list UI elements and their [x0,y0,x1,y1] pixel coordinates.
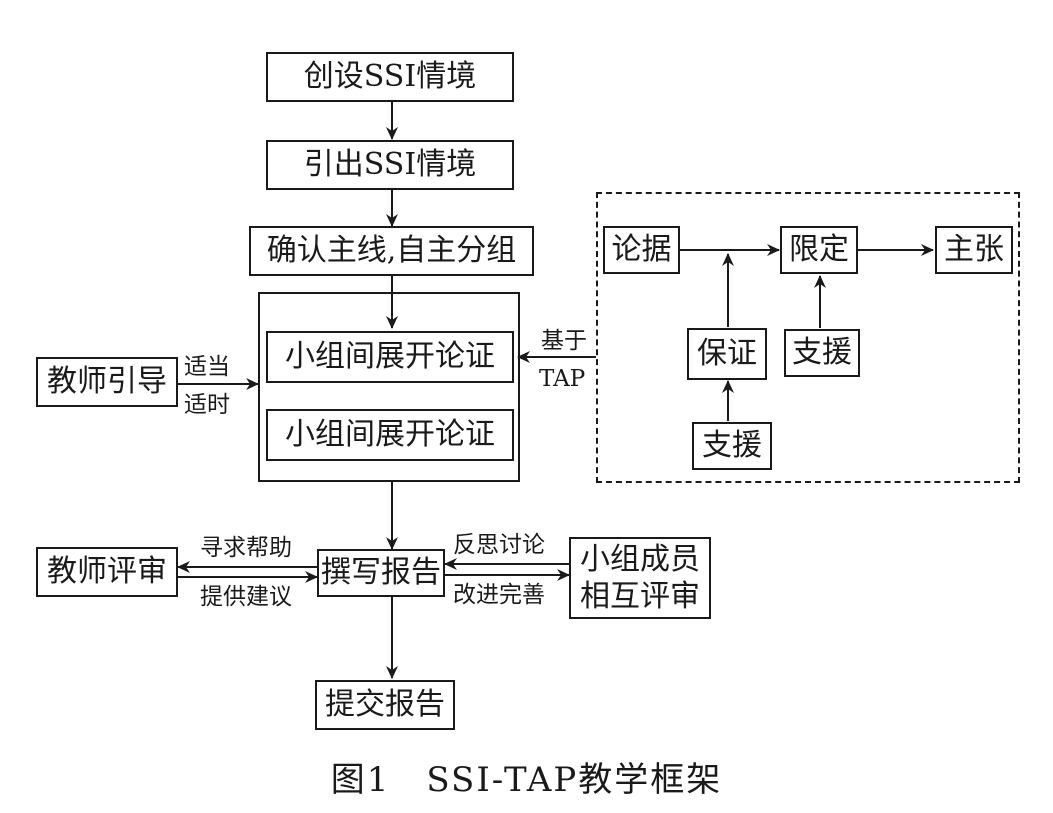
argument-frame [258,292,520,482]
node-teacher-review-label: 教师评审 [47,554,167,590]
label-reflect-discuss: 反思讨论 [453,532,545,558]
node-teacher-guide: 教师引导 [36,357,178,407]
node-write-report-label: 撰写报告 [321,555,441,591]
label-give-advice: 提供建议 [200,584,292,610]
node-peer-review-line1: 小组成员 [580,541,700,577]
label-based-on: 基于 [541,328,587,354]
tap-node-qualifier: 限定 [780,226,858,274]
node-teacher-guide-label: 教师引导 [47,364,167,400]
node-write-report: 撰写报告 [317,549,445,597]
label-timely: 适时 [184,392,230,418]
node-confirm-mainline: 确认主线,自主分组 [249,226,534,276]
node-create-ssi: 创设SSI情境 [266,52,514,102]
node-create-ssi-label: 创设SSI情境 [303,59,477,95]
tap-node-warrant-label: 保证 [697,336,757,372]
tap-node-data-label: 论据 [611,232,672,268]
label-seek-help: 寻求帮助 [200,535,292,561]
tap-model-region [596,192,1020,483]
node-group-argument-1: 小组间展开论证 [266,331,514,383]
tap-node-backing-bottom-label: 支援 [702,428,762,464]
tap-node-warrant: 保证 [687,328,767,380]
label-tap: TAP [539,366,586,392]
node-confirm-mainline-label: 确认主线,自主分组 [266,233,517,269]
node-submit-report-label: 提交报告 [325,687,445,723]
label-appropriate: 适当 [184,354,230,380]
node-group-argument-1-label: 小组间展开论证 [285,339,495,375]
tap-node-qualifier-label: 限定 [789,232,849,268]
tap-node-backing-right: 支援 [784,329,860,377]
tap-node-claim-label: 主张 [944,232,1004,268]
figure-caption: 图1 SSI-TAP教学框架 [330,760,723,800]
tap-node-backing-right-label: 支援 [792,335,852,371]
node-peer-review: 小组成员 相互评审 [569,537,711,619]
tap-node-backing-bottom: 支援 [692,422,772,470]
node-group-argument-2-label: 小组间展开论证 [285,417,495,453]
node-introduce-ssi: 引出SSI情境 [266,140,514,190]
node-teacher-review: 教师评审 [36,547,178,597]
node-submit-report: 提交报告 [315,680,455,730]
node-peer-review-line2: 相互评审 [580,579,700,614]
tap-node-claim: 主张 [935,226,1013,274]
label-improve: 改进完善 [453,582,545,608]
node-introduce-ssi-label: 引出SSI情境 [303,147,477,183]
tap-node-data: 论据 [603,226,680,274]
node-group-argument-2: 小组间展开论证 [266,409,514,461]
